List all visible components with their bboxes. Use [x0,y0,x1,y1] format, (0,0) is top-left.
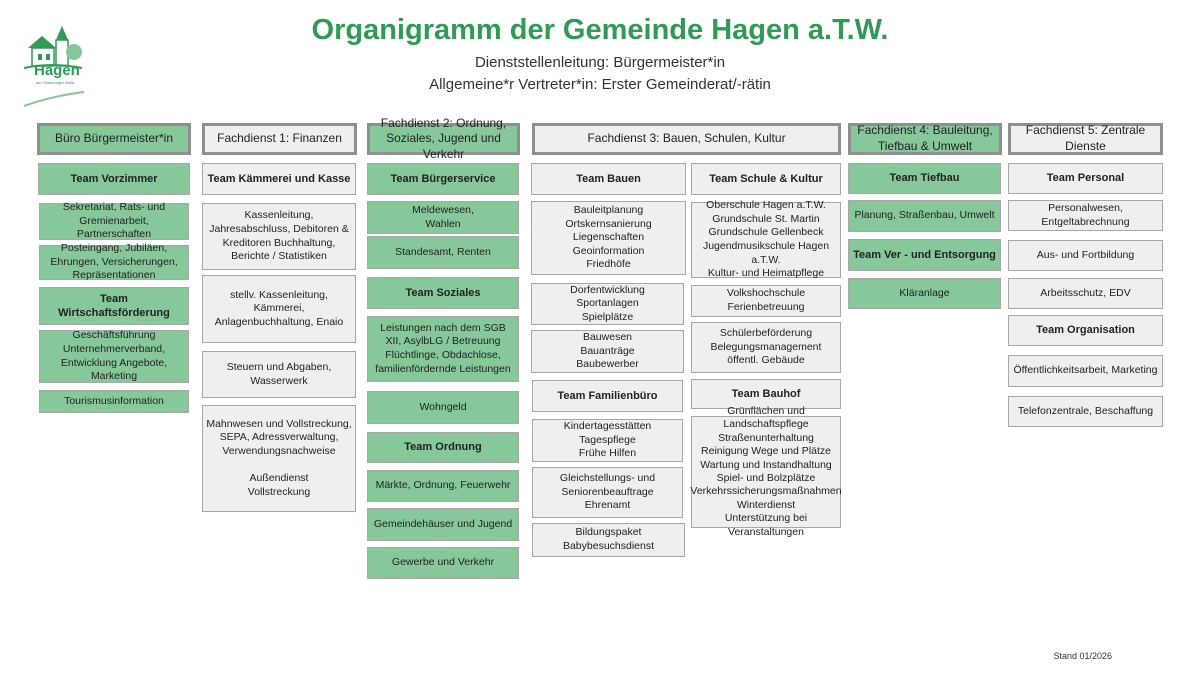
team-schule-kultur: Team Schule & Kultur [691,163,841,195]
team-organisation: Team Organisation [1008,315,1163,346]
team-familienbuero: Team Familienbüro [532,380,683,412]
task-box: Kindertagesstätten Tagespflege Frühe Hil… [532,419,683,462]
task-box: Standesamt, Renten [367,236,519,269]
dept-header-fd3: Fachdienst 3: Bauen, Schulen, Kultur [532,123,841,155]
dept-header-fd2: Fachdienst 2: Ordnung, Soziales, Jugend … [367,116,520,161]
task-box: Schülerbeförderung Belegungsmanagement ö… [691,322,841,373]
task-box: Gemeindehäuser und Jugend [367,508,519,541]
team-soziales: Team Soziales [367,277,519,309]
task-box: Gleichstellungs- und Seniorenbeauftrage … [532,467,683,518]
task-box: Personalwesen, Entgeltabrechnung [1008,200,1163,231]
dept-header-fd4: Fachdienst 4: Bauleitung, Tiefbau & Umwe… [848,123,1002,155]
dept-header-fd1: Fachdienst 1: Finanzen [202,123,357,155]
dept-header-fd5: Fachdienst 5: Zentrale Dienste [1008,123,1163,155]
task-box: Märkte, Ordnung, Feuerwehr [367,470,519,502]
team-bauhof: Team Bauhof [691,379,841,409]
hagen-logo: Hagen am Teutoburger Wald [22,22,92,112]
task-box: Bauwesen Bauanträge Baubewerber [531,330,684,373]
task-box: Oberschule Hagen a.T.W. Grundschule St. … [691,199,841,279]
team-wirtschaftsfoerderung: Team Wirtschaftsförderung [39,287,189,325]
logo-subtext: am Teutoburger Wald [36,80,75,85]
task-box: Telefonzentrale, Beschaffung [1008,396,1163,427]
task-box: Öffentlichkeitsarbeit, Marketing [1008,355,1163,387]
team-tiefbau: Team Tiefbau [848,163,1001,194]
team-bauen: Team Bauen [531,163,686,195]
task-box: Volkshochschule Ferienbetreuung [691,285,841,317]
team-ordnung: Team Ordnung [367,432,519,463]
task-box: Bildungspaket Babybesuchsdienst [532,523,685,557]
task-box: Steuern und Abgaben, Wasserwerk [202,351,356,398]
page-title: Organigramm der Gemeinde Hagen a.T.W. [311,14,889,46]
task-box: Bauleitplanung Ortskernsanierung Liegens… [531,201,686,275]
team-buergerservice: Team Bürgerservice [367,163,519,195]
task-box: Arbeitsschutz, EDV [1008,278,1163,309]
task-box: Sekretariat, Rats- und Gremienarbeit, Pa… [39,201,189,240]
task-box: Wohngeld [367,391,519,424]
task-box: stellv. Kassenleitung, Kämmerei, Anlagen… [202,275,356,343]
dept-header-buero: Büro Bürgermeister*in [37,123,191,155]
task-box: Planung, Straßenbau, Umwelt [848,200,1001,232]
team-kaemmerei: Team Kämmerei und Kasse [202,163,356,195]
subtitle-line2: Allgemeine*r Vertreter*in: Erster Gemein… [429,76,771,93]
task-box: Meldewesen, Wahlen [367,201,519,234]
task-box: Leistungen nach dem SGB XII, AsylbLG / B… [367,316,519,382]
task-box: Posteingang, Jubiläen, Ehrungen, Versich… [39,242,189,281]
logo-text: Hagen [34,62,80,79]
subtitle-line1: Dienststellenleitung: Bürgermeister*in [474,54,726,71]
stand-date: Stand 01/2026 [1053,651,1112,661]
team-ver-entsorgung: Team Ver - und Entsorgung [848,239,1001,271]
task-box: Geschäftsführung Unternehmerverband, Ent… [39,329,189,383]
task-box: Grünflächen und Landschaftspflege Straße… [690,404,842,538]
team-vorzimmer: Team Vorzimmer [38,163,190,195]
logo-church-icon [23,26,85,107]
task-box: Mahnwesen und Vollstreckung, SEPA, Adres… [202,405,356,512]
task-box: Dorfentwicklung Sportanlagen Spielplätze [531,283,684,325]
task-box: Kläranlage [848,278,1001,309]
task-box: Kassenleitung, Jahresabschluss, Debitore… [202,203,356,270]
task-box: Tourismusinformation [39,390,189,413]
task-box: Gewerbe und Verkehr [367,547,519,579]
team-personal: Team Personal [1008,163,1163,194]
task-box: Aus- und Fortbildung [1008,240,1163,271]
